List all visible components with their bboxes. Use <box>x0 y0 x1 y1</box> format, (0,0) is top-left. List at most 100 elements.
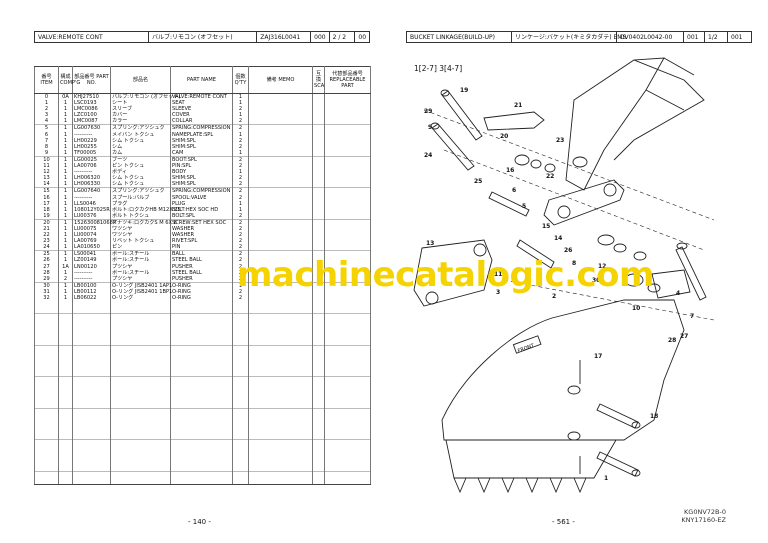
empty-row <box>34 370 371 377</box>
empty-row <box>34 477 371 485</box>
cell-empty <box>324 307 371 314</box>
cell-empty <box>248 93 313 101</box>
cell-empty <box>34 464 59 472</box>
doc-code-2: KNY17160-EZ <box>681 516 726 524</box>
cell-empty <box>58 313 73 321</box>
cell-empty <box>312 124 325 132</box>
header-page: 2 / 2 <box>330 32 356 42</box>
cell-empty <box>34 470 59 478</box>
cell-name-jp: カラー <box>110 118 171 125</box>
cell-empty <box>248 218 313 226</box>
cell-qty: 2 <box>232 181 249 188</box>
cell-empty <box>324 401 371 409</box>
cell-empty <box>232 401 249 409</box>
cell-empty <box>324 301 371 308</box>
cell-item: 9 <box>34 149 59 157</box>
cell-empty <box>232 344 249 352</box>
cell-empty <box>110 464 171 472</box>
cell-part-no: LS00041 <box>72 250 111 258</box>
callout-29: 29 <box>424 108 432 115</box>
cell-empty <box>324 452 371 459</box>
cell-empty <box>248 439 313 447</box>
cell-name-jp: ブーツ <box>110 155 171 164</box>
cell-empty <box>324 124 371 132</box>
cell-comp: 1 <box>58 281 73 289</box>
cell-name-jp: スプリング:アツシュク <box>110 124 171 132</box>
cell-qty: 2 <box>232 155 249 164</box>
cell-name-jp: ピン <box>110 244 171 251</box>
cell-empty <box>324 326 371 333</box>
cell-empty <box>232 338 249 346</box>
cell-empty <box>312 376 325 384</box>
cell-part-name: BALL <box>170 250 233 258</box>
cell-empty <box>248 212 313 220</box>
cell-empty <box>34 370 59 377</box>
cell-empty <box>248 149 313 157</box>
cell-empty <box>324 407 371 415</box>
cell-empty <box>324 100 371 107</box>
cell-item: 10 <box>34 155 59 164</box>
cell-part-name: SCREW:SET HEX SOC <box>170 218 233 226</box>
callout-19: 19 <box>460 87 468 94</box>
callout-17: 17 <box>594 353 602 360</box>
cell-empty <box>324 470 371 478</box>
cell-empty <box>248 313 313 321</box>
cell-part-name: CAM <box>170 149 233 157</box>
cell-part-name: SHIM:SPL <box>170 181 233 188</box>
callout-14: 14 <box>554 235 562 242</box>
cell-part-no: 152630081068R <box>72 218 117 226</box>
cell-empty <box>324 338 371 346</box>
front-label: FRONT <box>517 343 536 355</box>
cell-empty <box>34 344 59 352</box>
cell-empty <box>248 344 313 352</box>
cell-empty <box>58 464 73 472</box>
cell-part-name: SPRING:COMPRESSION <box>170 124 233 132</box>
col-name-jp: 部品名 <box>110 66 171 94</box>
empty-row <box>34 414 371 421</box>
cell-empty <box>72 470 111 478</box>
callout-28: 28 <box>668 337 676 344</box>
cell-empty <box>312 307 325 314</box>
empty-row <box>34 439 371 447</box>
header-num: 000 <box>311 32 330 42</box>
cell-empty <box>324 232 371 239</box>
cell-empty <box>324 389 371 396</box>
header-title-jp: リンケージ:バケット(キミタカダテ) EMS <box>512 32 626 42</box>
cell-empty <box>324 458 371 465</box>
cell-empty <box>324 181 371 188</box>
callout-22: 22 <box>546 173 554 180</box>
callout-25: 25 <box>474 178 482 185</box>
cell-empty <box>324 257 371 264</box>
cell-empty <box>324 351 371 358</box>
left-page-number: - 140 - <box>188 518 211 526</box>
col-item: 番号 ITEM <box>34 66 59 94</box>
cell-empty <box>58 477 73 485</box>
col-part-no: 部品番号 PART NO. <box>72 66 111 94</box>
cell-empty <box>58 470 73 478</box>
cell-comp: 1 <box>58 124 73 132</box>
cell-part-no: ---------- <box>72 275 111 283</box>
cell-empty <box>248 433 313 440</box>
empty-row <box>34 401 371 409</box>
cell-empty <box>312 218 325 226</box>
cell-part-no: LB00100 <box>72 281 111 289</box>
cell-empty <box>248 181 313 188</box>
cell-name-jp: O-リング JISB2401 1AP1 <box>110 281 173 289</box>
cell-empty <box>324 433 371 440</box>
cell-empty <box>324 320 371 327</box>
cell-empty <box>110 407 171 415</box>
cell-empty <box>72 344 111 352</box>
header-code: ZAJ316L0041 <box>257 32 312 42</box>
cell-part-no: KHJ27510 <box>72 93 111 101</box>
cell-qty: 2 <box>232 218 249 226</box>
cell-empty <box>312 464 325 472</box>
cell-empty <box>312 477 325 485</box>
cell-empty <box>34 338 59 346</box>
